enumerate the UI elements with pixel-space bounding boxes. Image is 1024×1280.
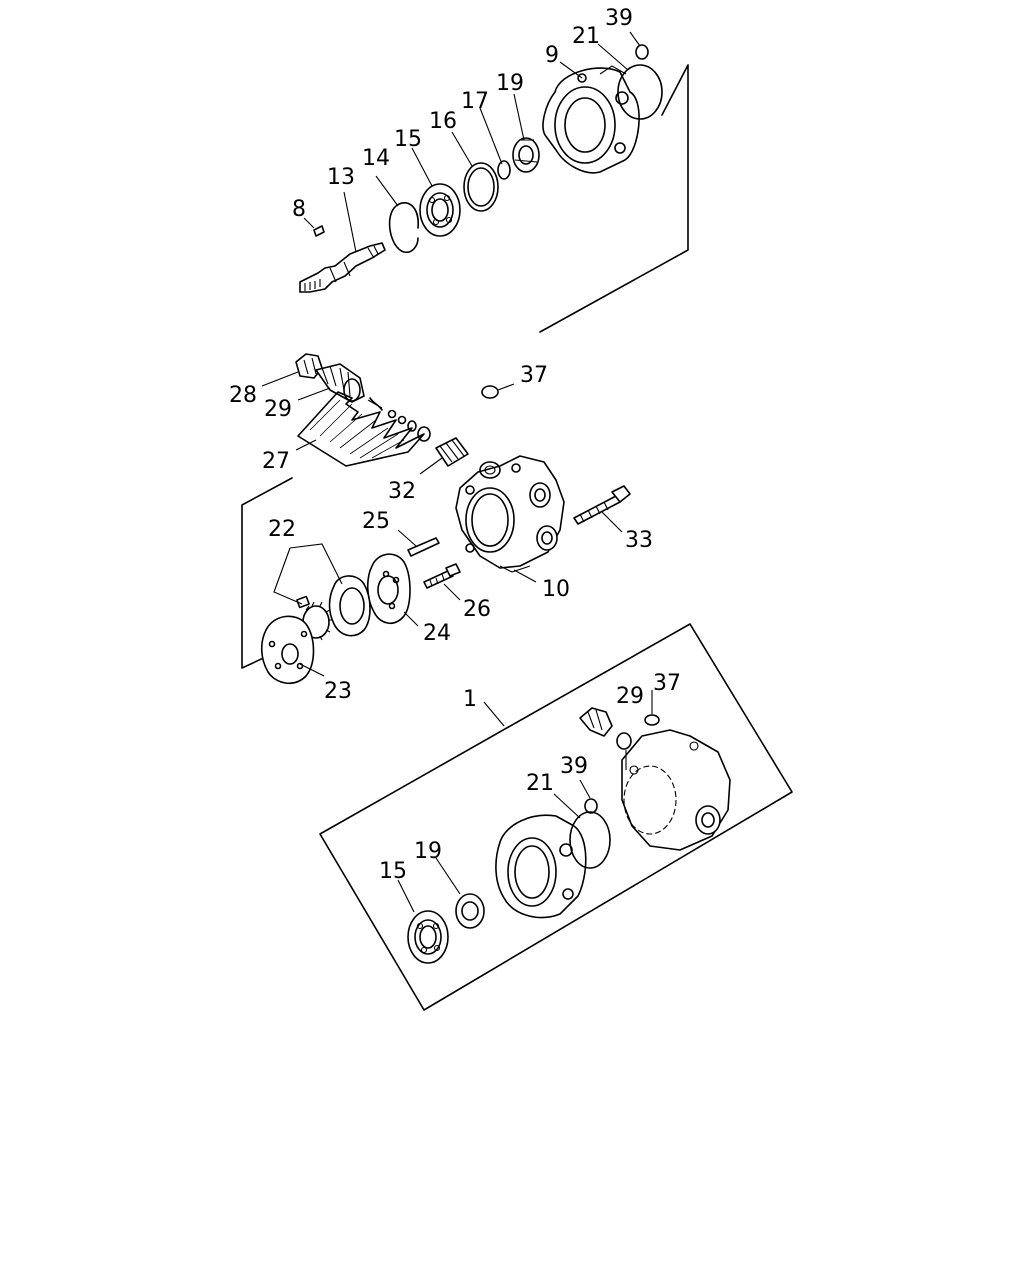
leader-lines-top	[303, 31, 641, 253]
o-ring-part-21-bottom	[569, 811, 611, 869]
seal-part-16	[463, 162, 499, 212]
label-part-29-bottom: 29	[616, 684, 644, 709]
label-part-17: 17	[461, 89, 489, 114]
spring-part-32	[435, 437, 469, 467]
bottom-kit-group	[319, 623, 793, 1011]
kit-leader-1	[483, 701, 505, 727]
plug-part-28	[295, 353, 323, 379]
retaining-ring-part-14	[388, 202, 419, 254]
bolt-part-26	[423, 563, 461, 589]
label-part-21-bottom: 21	[526, 771, 554, 796]
group-bracket-top	[539, 64, 689, 333]
part-labels: 39 21 9 19 17 16 15 14 13 8 37 28 29 27 …	[229, 6, 681, 884]
pump-housing-part-10	[455, 455, 565, 573]
bearing-part-19	[512, 137, 540, 173]
label-part-29-mid: 29	[264, 397, 292, 422]
bearing-part-15-top	[419, 183, 461, 237]
o-ring-part-37-bottom	[644, 714, 660, 726]
label-part-19-top: 19	[496, 71, 524, 96]
pin-part-25	[407, 537, 440, 557]
bolt-part-33	[573, 485, 631, 525]
plug-bottom	[579, 707, 613, 737]
label-part-24: 24	[423, 621, 451, 646]
label-part-32: 32	[388, 479, 416, 504]
label-part-22: 22	[268, 517, 296, 542]
o-ring-part-29-bottom	[616, 732, 632, 750]
label-part-8: 8	[292, 197, 306, 222]
label-part-13: 13	[327, 165, 355, 190]
label-part-14: 14	[362, 146, 390, 171]
group-bracket-22b	[289, 543, 343, 585]
label-part-26: 26	[463, 597, 491, 622]
shaft-part-13	[299, 242, 386, 293]
valve-small-parts-27	[367, 397, 431, 442]
front-cover-bottom	[495, 814, 587, 919]
label-part-1: 1	[463, 687, 477, 712]
o-ring-part-39	[635, 44, 649, 60]
o-ring-part-37-mid	[481, 385, 499, 399]
label-part-21-top: 21	[572, 24, 600, 49]
label-part-39-bottom: 39	[560, 754, 588, 779]
valve-callout-fan-27	[297, 391, 425, 467]
label-part-33: 33	[625, 528, 653, 553]
top-shaft-group	[299, 31, 689, 333]
label-part-27: 27	[262, 449, 290, 474]
group-bracket-22	[273, 547, 303, 605]
label-part-9: 9	[545, 43, 559, 68]
rear-plate-part-23	[260, 615, 315, 684]
bearing-part-19-bottom	[455, 893, 485, 929]
o-ring-part-39-bottom	[584, 798, 598, 814]
leader-lines-middle	[261, 371, 623, 677]
label-part-10: 10	[542, 577, 570, 602]
label-part-37-mid: 37	[520, 363, 548, 388]
label-part-23: 23	[324, 679, 352, 704]
relief-valve-part-29	[315, 363, 365, 403]
bearing-part-15-bottom	[407, 910, 449, 964]
label-part-39-top: 39	[605, 6, 633, 31]
label-part-15-top: 15	[394, 127, 422, 152]
label-part-28: 28	[229, 383, 257, 408]
housing-ghost	[621, 729, 731, 851]
front-cover-part-9	[542, 65, 640, 174]
o-ring-part-21	[617, 64, 663, 120]
label-part-19-bottom: 19	[414, 839, 442, 864]
cam-ring	[328, 575, 371, 637]
leader-lines-bottom	[397, 690, 653, 913]
kit-frame-part-1	[319, 623, 793, 1011]
middle-housing-group	[241, 353, 631, 684]
plate-part-24	[366, 553, 411, 624]
label-part-37-bottom: 37	[653, 671, 681, 696]
label-part-16: 16	[429, 109, 457, 134]
label-part-25: 25	[362, 509, 390, 534]
key-part-8	[313, 225, 325, 237]
label-part-15-bottom: 15	[379, 859, 407, 884]
snap-ring-part-17	[497, 160, 511, 180]
